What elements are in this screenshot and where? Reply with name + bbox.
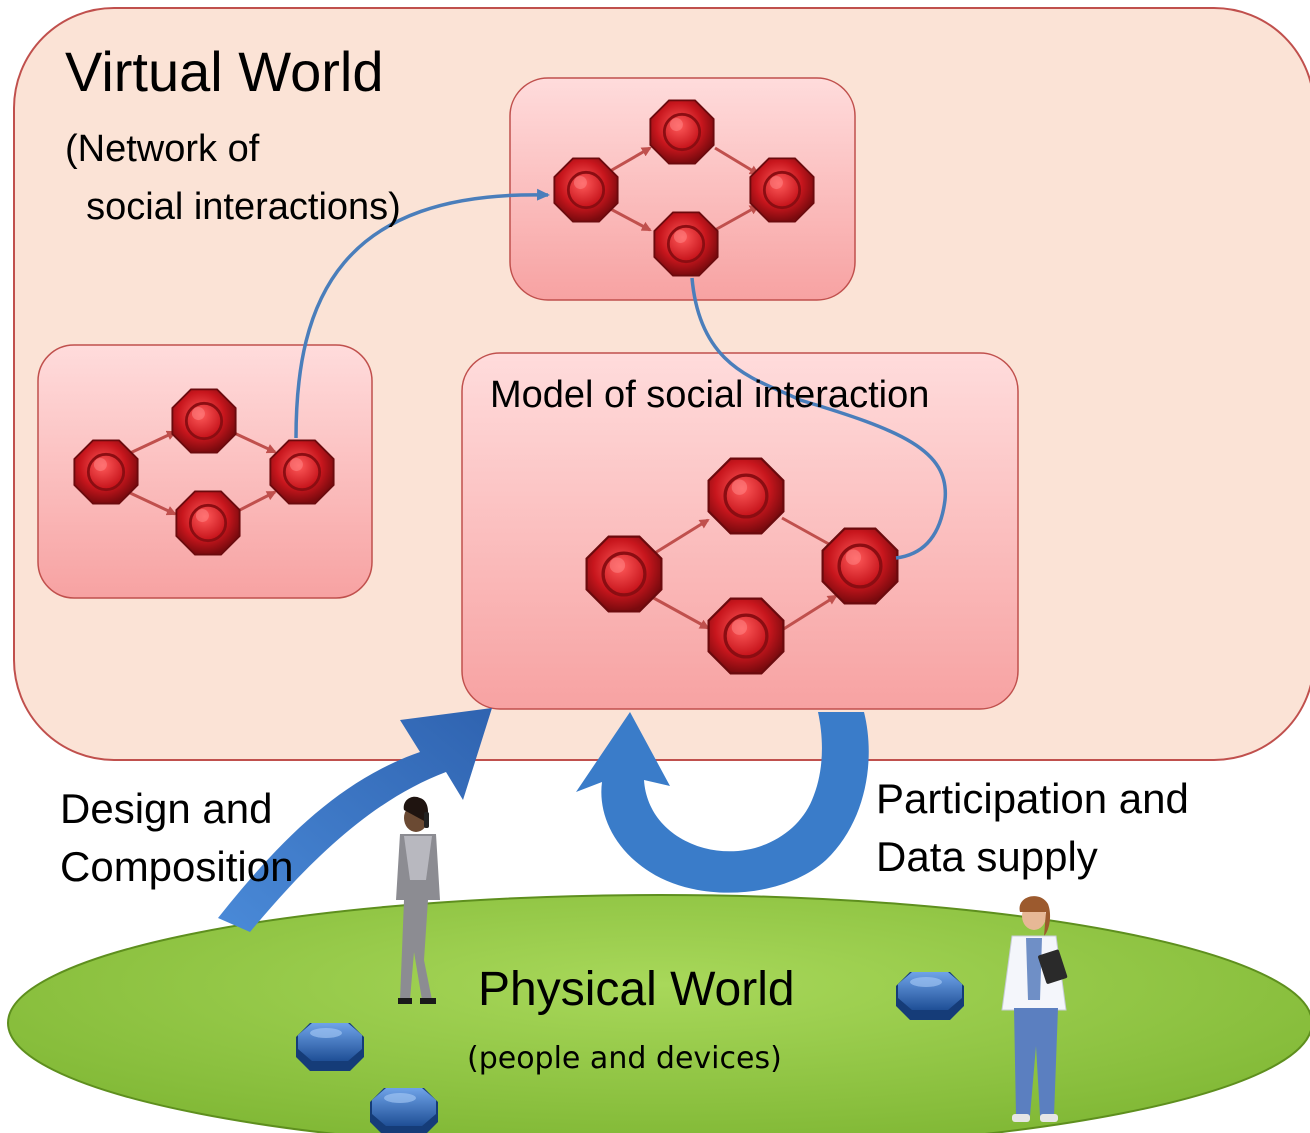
network-node [174,489,242,557]
network-node [268,438,336,506]
model-box [461,352,1019,710]
virtual-world-title: Virtual World [65,40,384,103]
physical-world-title: Physical World [478,963,795,1016]
device-icon [296,1023,364,1071]
model-label: Model of social interaction [490,374,930,416]
design-arrow [218,708,492,932]
device-icon [370,1088,438,1133]
network-node [170,387,238,455]
network-node [820,526,900,606]
woman-on-phone-figure [396,796,440,1004]
physical-world-ground [7,894,1310,1133]
connector-top-to-model [690,277,948,560]
participation-label-line: Data supply [876,833,1098,880]
network-node [552,156,620,224]
network-box-left [37,344,373,599]
network-edges-top [604,146,760,232]
design-label-line: Composition [60,843,294,890]
connector-left-to-top [294,188,550,439]
network-node [706,456,786,536]
virtual-world-subtitle-line: social interactions) [65,186,401,228]
design-label-line: Design and [60,785,273,832]
network-box-top [509,77,856,301]
network-node [706,596,786,676]
network-node [652,210,720,278]
participation-arrow [576,712,869,893]
doctor-figure [1001,896,1068,1122]
network-node [72,438,140,506]
network-edges-model [649,516,838,632]
participation-label-line: Participation and [876,775,1189,822]
physical-world-subtitle: (people and devices) [467,1041,782,1076]
network-node [748,156,816,224]
network-node [648,98,716,166]
network-node [584,534,664,614]
device-icon [896,972,964,1020]
virtual-world-subtitle-line: (Network of [65,128,260,170]
virtual-world-subtitle: (Network of social interactions) [65,120,401,236]
